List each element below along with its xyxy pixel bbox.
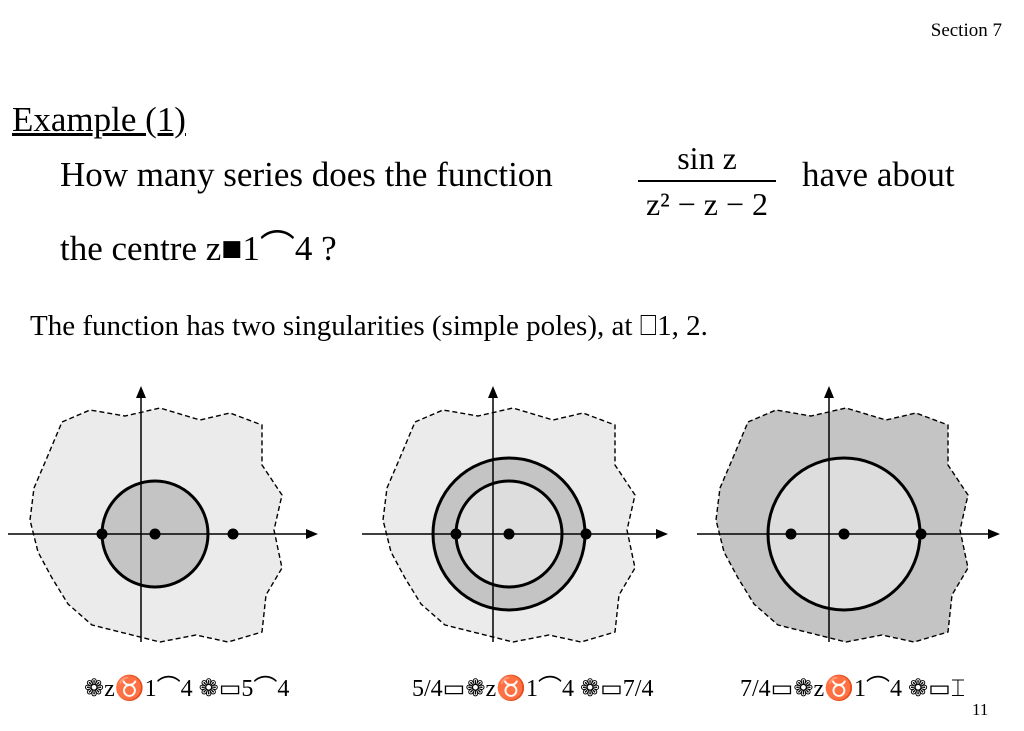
function-fraction: sin z z² − z − 2 [632, 138, 782, 226]
diagram-3 [697, 386, 1000, 643]
real-axis-arrow-2 [656, 529, 668, 539]
imag-axis-arrow-3 [824, 386, 834, 398]
pole-point [450, 528, 462, 540]
pole-point [785, 528, 797, 540]
imag-axis-arrow-1 [136, 386, 146, 398]
pole-point [915, 528, 927, 540]
pole-point [96, 528, 108, 540]
centre-line: the centre z■1⌒4 ? [60, 229, 337, 268]
centre-point [503, 528, 515, 540]
fraction-bar [638, 180, 776, 182]
real-axis-arrow-3 [988, 529, 1000, 539]
page-number: 11 [972, 700, 989, 719]
fraction-denominator: z² − z − 2 [645, 186, 769, 222]
singularities-statement: The function has two singularities (simp… [30, 310, 708, 342]
pole-point [227, 528, 239, 540]
fraction-numerator: sin z [677, 140, 737, 176]
diagram-1 [8, 386, 318, 643]
real-axis-arrow-1 [306, 529, 318, 539]
caption-diagram-3: 7/4▭❁z♉1⌒4 ❁▭⌶ [740, 676, 966, 702]
regions-diagrams [8, 386, 1000, 643]
caption-diagram-1: ❁z♉1⌒4 ❁▭5⌒4 [84, 676, 290, 702]
caption-diagram-2: 5/4▭❁z♉1⌒4 ❁▭7/4 [412, 676, 654, 702]
example-title: Example (1) [12, 100, 186, 139]
imag-axis-arrow-2 [488, 386, 498, 398]
question-suffix: have about [802, 155, 955, 194]
diagram-2 [362, 386, 668, 643]
centre-point [149, 528, 161, 540]
pole-point [580, 528, 592, 540]
centre-point [838, 528, 850, 540]
question-text: How many series does the function [60, 155, 553, 194]
section-label: Section 7 [930, 20, 1002, 41]
